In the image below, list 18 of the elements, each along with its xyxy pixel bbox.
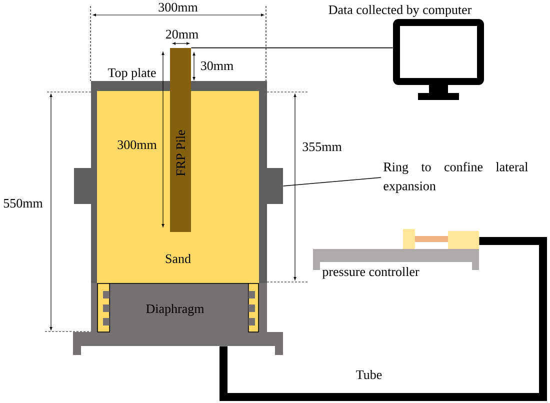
dimension-label: 300mm bbox=[158, 2, 198, 12]
ring-lug bbox=[267, 168, 283, 204]
callout-text: Ring to confine lateral expansion bbox=[384, 162, 528, 193]
ring-lug bbox=[74, 168, 91, 204]
part-label: Top plate bbox=[108, 68, 156, 80]
leader-line bbox=[190, 47, 394, 48]
dimension-label: 300mm bbox=[118, 140, 157, 150]
dimension-label: 550mm bbox=[4, 198, 43, 208]
heading: Data collected by computer bbox=[328, 5, 472, 17]
dimension-label: 30mm bbox=[201, 61, 234, 70]
leader-line bbox=[282, 177, 382, 186]
dimension-label: 355mm bbox=[302, 142, 342, 152]
device-label: pressure controller bbox=[322, 267, 420, 279]
tube bbox=[220, 237, 547, 401]
pile: FRP Pile bbox=[170, 48, 191, 232]
edge-label: Tube bbox=[354, 368, 384, 380]
diaphragm-chamber: Diaphragm bbox=[73, 283, 283, 355]
dimension-label: 20mm bbox=[166, 30, 198, 39]
